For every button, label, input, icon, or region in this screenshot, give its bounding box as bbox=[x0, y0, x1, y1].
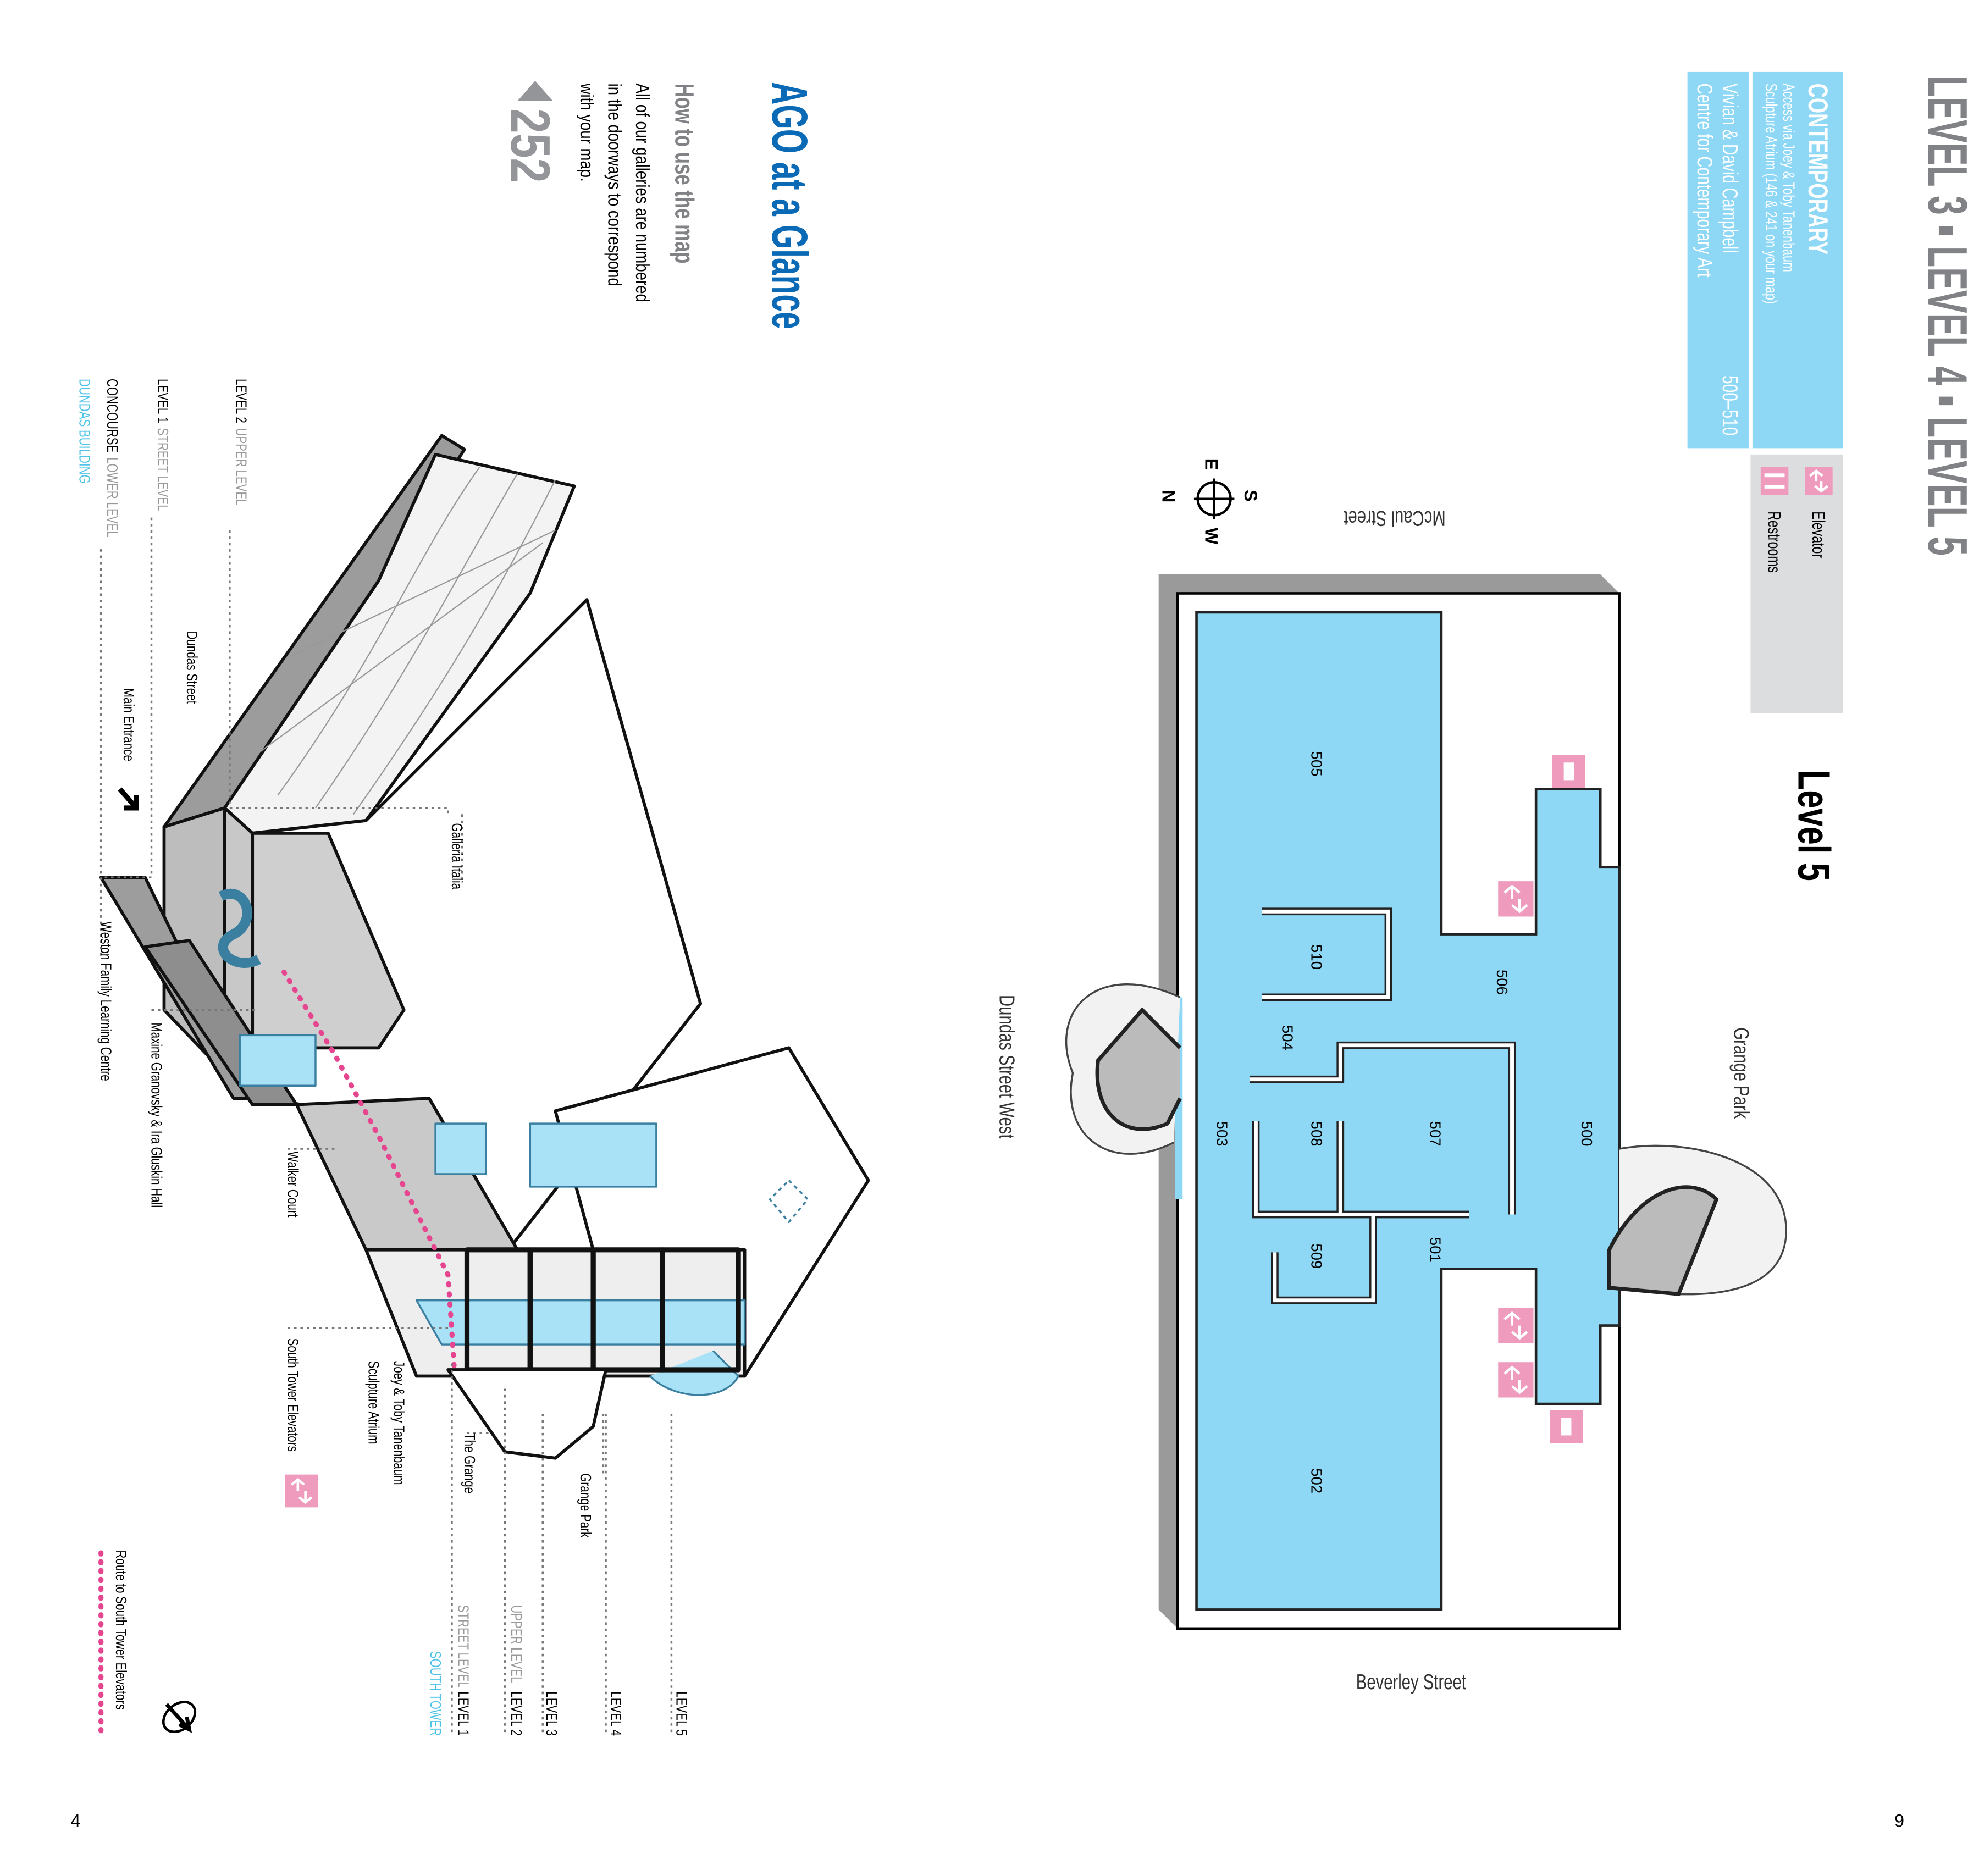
howto-title: How to use the map bbox=[670, 84, 699, 264]
compass-w: W bbox=[1202, 528, 1221, 545]
north-arrow-icon bbox=[162, 1701, 197, 1734]
callout-galleria-italia: Galleria Italia bbox=[448, 823, 465, 889]
level-title: Level 5 bbox=[1788, 770, 1839, 881]
howto-line-2: in the doorways to correspond bbox=[604, 84, 626, 286]
room-502: 502 bbox=[1308, 1468, 1325, 1493]
building-cutaway-illustration bbox=[99, 434, 870, 1460]
route-legend-label: Route to South Tower Elevators bbox=[112, 1550, 129, 1709]
callout-grange-park: Grange Park bbox=[577, 1473, 594, 1538]
callout-atrium-line-1: Joey & Toby Tanenbaum bbox=[390, 1361, 407, 1485]
restroom-icon bbox=[1550, 1410, 1583, 1443]
level-1-street-sub: STREET LEVEL bbox=[455, 1605, 472, 1688]
route-to-south-tower bbox=[281, 969, 457, 1373]
access-line-2: Sculpture Atrium (146 & 241 on your map) bbox=[1762, 84, 1781, 304]
room-506: 506 bbox=[1494, 970, 1511, 995]
elevator-icon bbox=[1805, 467, 1833, 495]
compass-n: N bbox=[1159, 490, 1179, 502]
elevator-icon bbox=[285, 1474, 318, 1508]
compass-s: S bbox=[1241, 490, 1261, 501]
level-markers-left: LEVEL 2 UPPER LEVEL LEVEL 1 STREET LEVEL C… bbox=[76, 379, 449, 960]
example-gallery-number: 252 bbox=[499, 109, 561, 183]
room-508: 508 bbox=[1308, 1121, 1325, 1147]
street-mccaul: McCaul Street bbox=[1344, 506, 1446, 530]
svg-text:LEVEL 2UPPER LEVEL: LEVEL 2 UPPER LEVEL bbox=[233, 379, 250, 506]
room-501: 501 bbox=[1427, 1237, 1444, 1263]
restroom-icon bbox=[1760, 467, 1789, 495]
spiral-stair-west bbox=[1065, 983, 1182, 1155]
room-509: 509 bbox=[1308, 1243, 1325, 1269]
room-500: 500 bbox=[1578, 1121, 1595, 1147]
gallery-range: 500–510 bbox=[1718, 375, 1742, 435]
level-1-label: LEVEL 1 bbox=[154, 379, 171, 423]
section-title: CONTEMPORARY bbox=[1803, 84, 1833, 255]
legend-elevator-label: Elevator bbox=[1809, 511, 1828, 558]
legend-restrooms-label: Restrooms bbox=[1765, 511, 1784, 573]
page-number-left: 4 bbox=[71, 1811, 81, 1830]
level-markers-right: LEVEL 5 LEVEL 4 LEVEL 3 LEVEL 2 UPPER LE… bbox=[427, 1363, 690, 1736]
level-1-sub: STREET LEVEL bbox=[154, 428, 171, 511]
contemporary-section-box: CONTEMPORARY Access via Joey & Toby Tane… bbox=[1687, 71, 1843, 449]
compass: S N E W bbox=[1159, 458, 1261, 545]
callout-walker-court: Walker Court bbox=[284, 1152, 301, 1218]
callout-atrium-line-2: Sculpture Atrium bbox=[365, 1361, 382, 1445]
compass-e: E bbox=[1202, 458, 1221, 470]
callout-dundas-street: Dundas Street bbox=[183, 631, 200, 704]
gallery-line-2: Centre for Contemporary Art bbox=[1693, 84, 1717, 278]
callouts: Dundas Street Main Entrance Galleria Ita… bbox=[97, 631, 605, 1538]
room-507: 507 bbox=[1427, 1121, 1444, 1147]
level-2-sub: UPPER LEVEL bbox=[233, 428, 250, 505]
level-3-marker: LEVEL 3 bbox=[543, 1691, 560, 1736]
access-line-1: Access via Joey & Toby Tanenbaum bbox=[1779, 84, 1798, 272]
doorway-arrow-icon bbox=[517, 80, 553, 101]
legend-box: Elevator Restrooms bbox=[1750, 454, 1843, 713]
level-2-upper-marker: LEVEL 2 bbox=[507, 1691, 524, 1736]
street-dundas-west: Dundas Street West bbox=[994, 995, 1018, 1139]
page-title: AGO at a Glance bbox=[761, 82, 817, 329]
level-2-label: LEVEL 2 bbox=[233, 379, 250, 423]
howto-line-3: with your map. bbox=[576, 83, 598, 182]
levels-header: LEVEL 3 ▪ LEVEL 4 ▪ LEVEL 5 bbox=[1917, 76, 1979, 556]
callout-south-tower-elevators: South Tower Elevators bbox=[284, 1338, 301, 1452]
room-505: 505 bbox=[1308, 751, 1325, 777]
elevator-icon bbox=[1498, 1308, 1534, 1343]
callout-maxine: Maxine Granovsky & Ira Gluskin Hall bbox=[148, 1022, 165, 1207]
entrance-arrow-icon bbox=[118, 787, 139, 811]
callout-main-entrance: Main Entrance bbox=[120, 688, 137, 761]
callout-the-grange: The Grange bbox=[461, 1433, 478, 1493]
south-tower-label: SOUTH TOWER bbox=[427, 1651, 444, 1736]
level-2-upper-sub: UPPER LEVEL bbox=[507, 1605, 524, 1683]
level-4-marker: LEVEL 4 bbox=[607, 1691, 624, 1736]
page-number-right: 9 bbox=[1894, 1811, 1904, 1830]
spiral-stair-east bbox=[1607, 1144, 1787, 1296]
elevator-icon bbox=[1498, 881, 1534, 917]
concourse-label: CONCOURSE bbox=[103, 379, 120, 452]
room-503: 503 bbox=[1213, 1121, 1230, 1147]
concourse-sub: LOWER LEVEL bbox=[103, 457, 120, 538]
street-beverley: Beverley Street bbox=[1356, 1670, 1466, 1694]
howto-line-1: All of our galleries are numbered bbox=[632, 84, 653, 302]
svg-text:CONCOURSELOWER LEVEL: CONCOURSE LOWER LEVEL bbox=[103, 379, 120, 538]
dundas-building-label: DUNDAS BUILDING bbox=[76, 379, 93, 484]
street-grange-park: Grange Park bbox=[1729, 1027, 1753, 1119]
level-1-street-marker: LEVEL 1 bbox=[455, 1691, 472, 1736]
room-504: 504 bbox=[1279, 1025, 1296, 1050]
elevator-icon bbox=[1498, 1362, 1534, 1398]
callout-weston: Weston Family Learning Centre bbox=[97, 922, 114, 1081]
svg-text:LEVEL 1STREET LEVEL: LEVEL 1 STREET LEVEL bbox=[154, 379, 171, 511]
restroom-icon bbox=[1552, 755, 1585, 788]
room-510: 510 bbox=[1308, 944, 1325, 970]
room-labels: 505 510 506 504 503 508 507 500 501 509 … bbox=[1213, 751, 1595, 1494]
floor-plan-level-5: 505 510 506 504 503 508 507 500 501 509 … bbox=[1065, 574, 1787, 1630]
gallery-line-1: Vivian & David Campbell bbox=[1718, 84, 1742, 253]
level-5-marker: LEVEL 5 bbox=[673, 1691, 690, 1736]
